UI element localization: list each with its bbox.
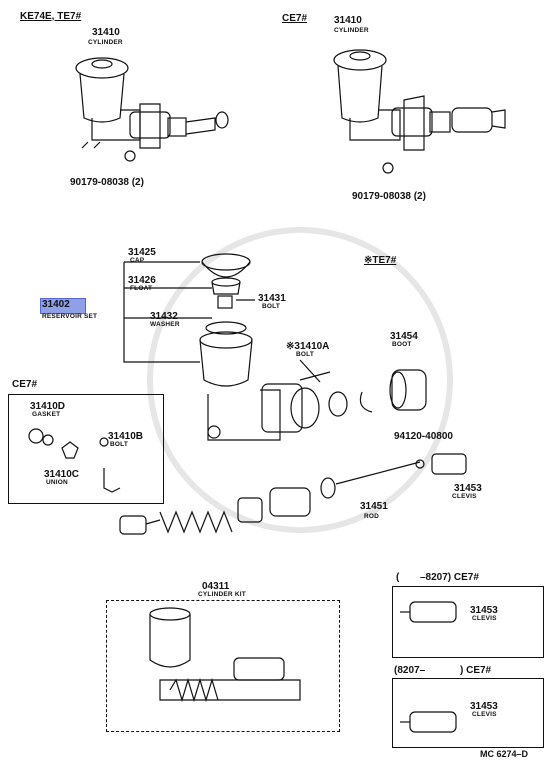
clevis-box-late	[392, 678, 544, 748]
part-31410B-num[interactable]: 31410B	[108, 431, 144, 442]
header-top-right: CE7#	[282, 13, 308, 24]
part-31426-num[interactable]: 31426	[128, 275, 156, 286]
cylinder-assembly-top-right	[333, 49, 506, 174]
part-90179-b-num[interactable]: 90179-08038 (2)	[352, 191, 426, 202]
part-31410A-num[interactable]: ※31410A	[286, 341, 330, 352]
header-mid-right: ※TE7#	[364, 255, 397, 266]
part-31425-num[interactable]: 31425	[128, 247, 156, 258]
part-31426-name: FLOAT	[130, 285, 153, 292]
cylinder-assembly-top-left	[75, 57, 229, 162]
header-left-box: CE7#	[12, 379, 38, 390]
part-31453-b-num[interactable]: 31453	[470, 605, 498, 616]
part-31410-a-name: CYLINDER	[88, 39, 123, 46]
cylinder-kit-drawing	[149, 607, 301, 703]
part-31410-a-num[interactable]: 31410	[92, 27, 120, 38]
clevis-box-early	[392, 586, 544, 658]
part-31410-b-name: CYLINDER	[334, 27, 369, 34]
part-31410-b-num[interactable]: 31410	[334, 15, 362, 26]
header-box2-left: (8207–	[394, 665, 426, 676]
part-31402-name: RESERVOIR SET	[42, 313, 98, 320]
part-31432-num[interactable]: 31432	[150, 311, 178, 322]
master-cylinder-body	[207, 371, 348, 441]
reservoir-stack	[199, 253, 253, 387]
header-top-left: KE74E, TE7#	[20, 11, 82, 22]
header-box2-right: ) CE7#	[460, 665, 492, 676]
part-31451-name: ROD	[364, 513, 380, 520]
boot-shape	[391, 369, 427, 411]
part-31451-num[interactable]: 31451	[360, 501, 388, 512]
part-31453-c-num[interactable]: 31453	[470, 701, 498, 712]
cylinder-kit-box	[106, 600, 340, 732]
header-box1-left: (	[396, 572, 400, 583]
part-31453-b-name: CLEVIS	[472, 615, 497, 622]
part-31410C-name: UNION	[46, 479, 68, 486]
part-04311-name: CYLINDER KIT	[198, 591, 246, 598]
part-31453-c-name: CLEVIS	[472, 711, 497, 718]
part-31410A-name: BOLT	[296, 351, 315, 358]
part-31454-num[interactable]: 31454	[390, 331, 418, 342]
part-90179-a-num[interactable]: 90179-08038 (2)	[70, 177, 144, 188]
part-31431-num[interactable]: 31431	[258, 293, 286, 304]
part-31410B-name: BOLT	[110, 441, 129, 448]
part-04311-num[interactable]: 04311	[202, 581, 230, 592]
reservoir-set-highlight	[40, 298, 86, 314]
part-31453-a-num[interactable]: 31453	[454, 483, 482, 494]
part-31410D-num[interactable]: 31410D	[30, 401, 66, 412]
part-31425-name: CAP	[130, 257, 145, 264]
part-31431-name: BOLT	[262, 303, 281, 310]
part-31402-num[interactable]: 31402	[42, 299, 70, 310]
piston-rod-assembly	[119, 453, 467, 535]
footer-code: MC 6274–D	[480, 749, 529, 759]
part-31453-a-name: CLEVIS	[452, 493, 477, 500]
part-31410D-name: GASKET	[32, 411, 61, 418]
part-31454-name: BOOT	[392, 341, 412, 348]
part-94120-num[interactable]: 94120-40800	[394, 431, 453, 442]
ce7-detail-box	[8, 394, 164, 504]
header-box1-right: –8207) CE7#	[420, 572, 479, 583]
part-31410C-num[interactable]: 31410C	[44, 469, 80, 480]
part-31432-name: WASHER	[150, 321, 180, 328]
